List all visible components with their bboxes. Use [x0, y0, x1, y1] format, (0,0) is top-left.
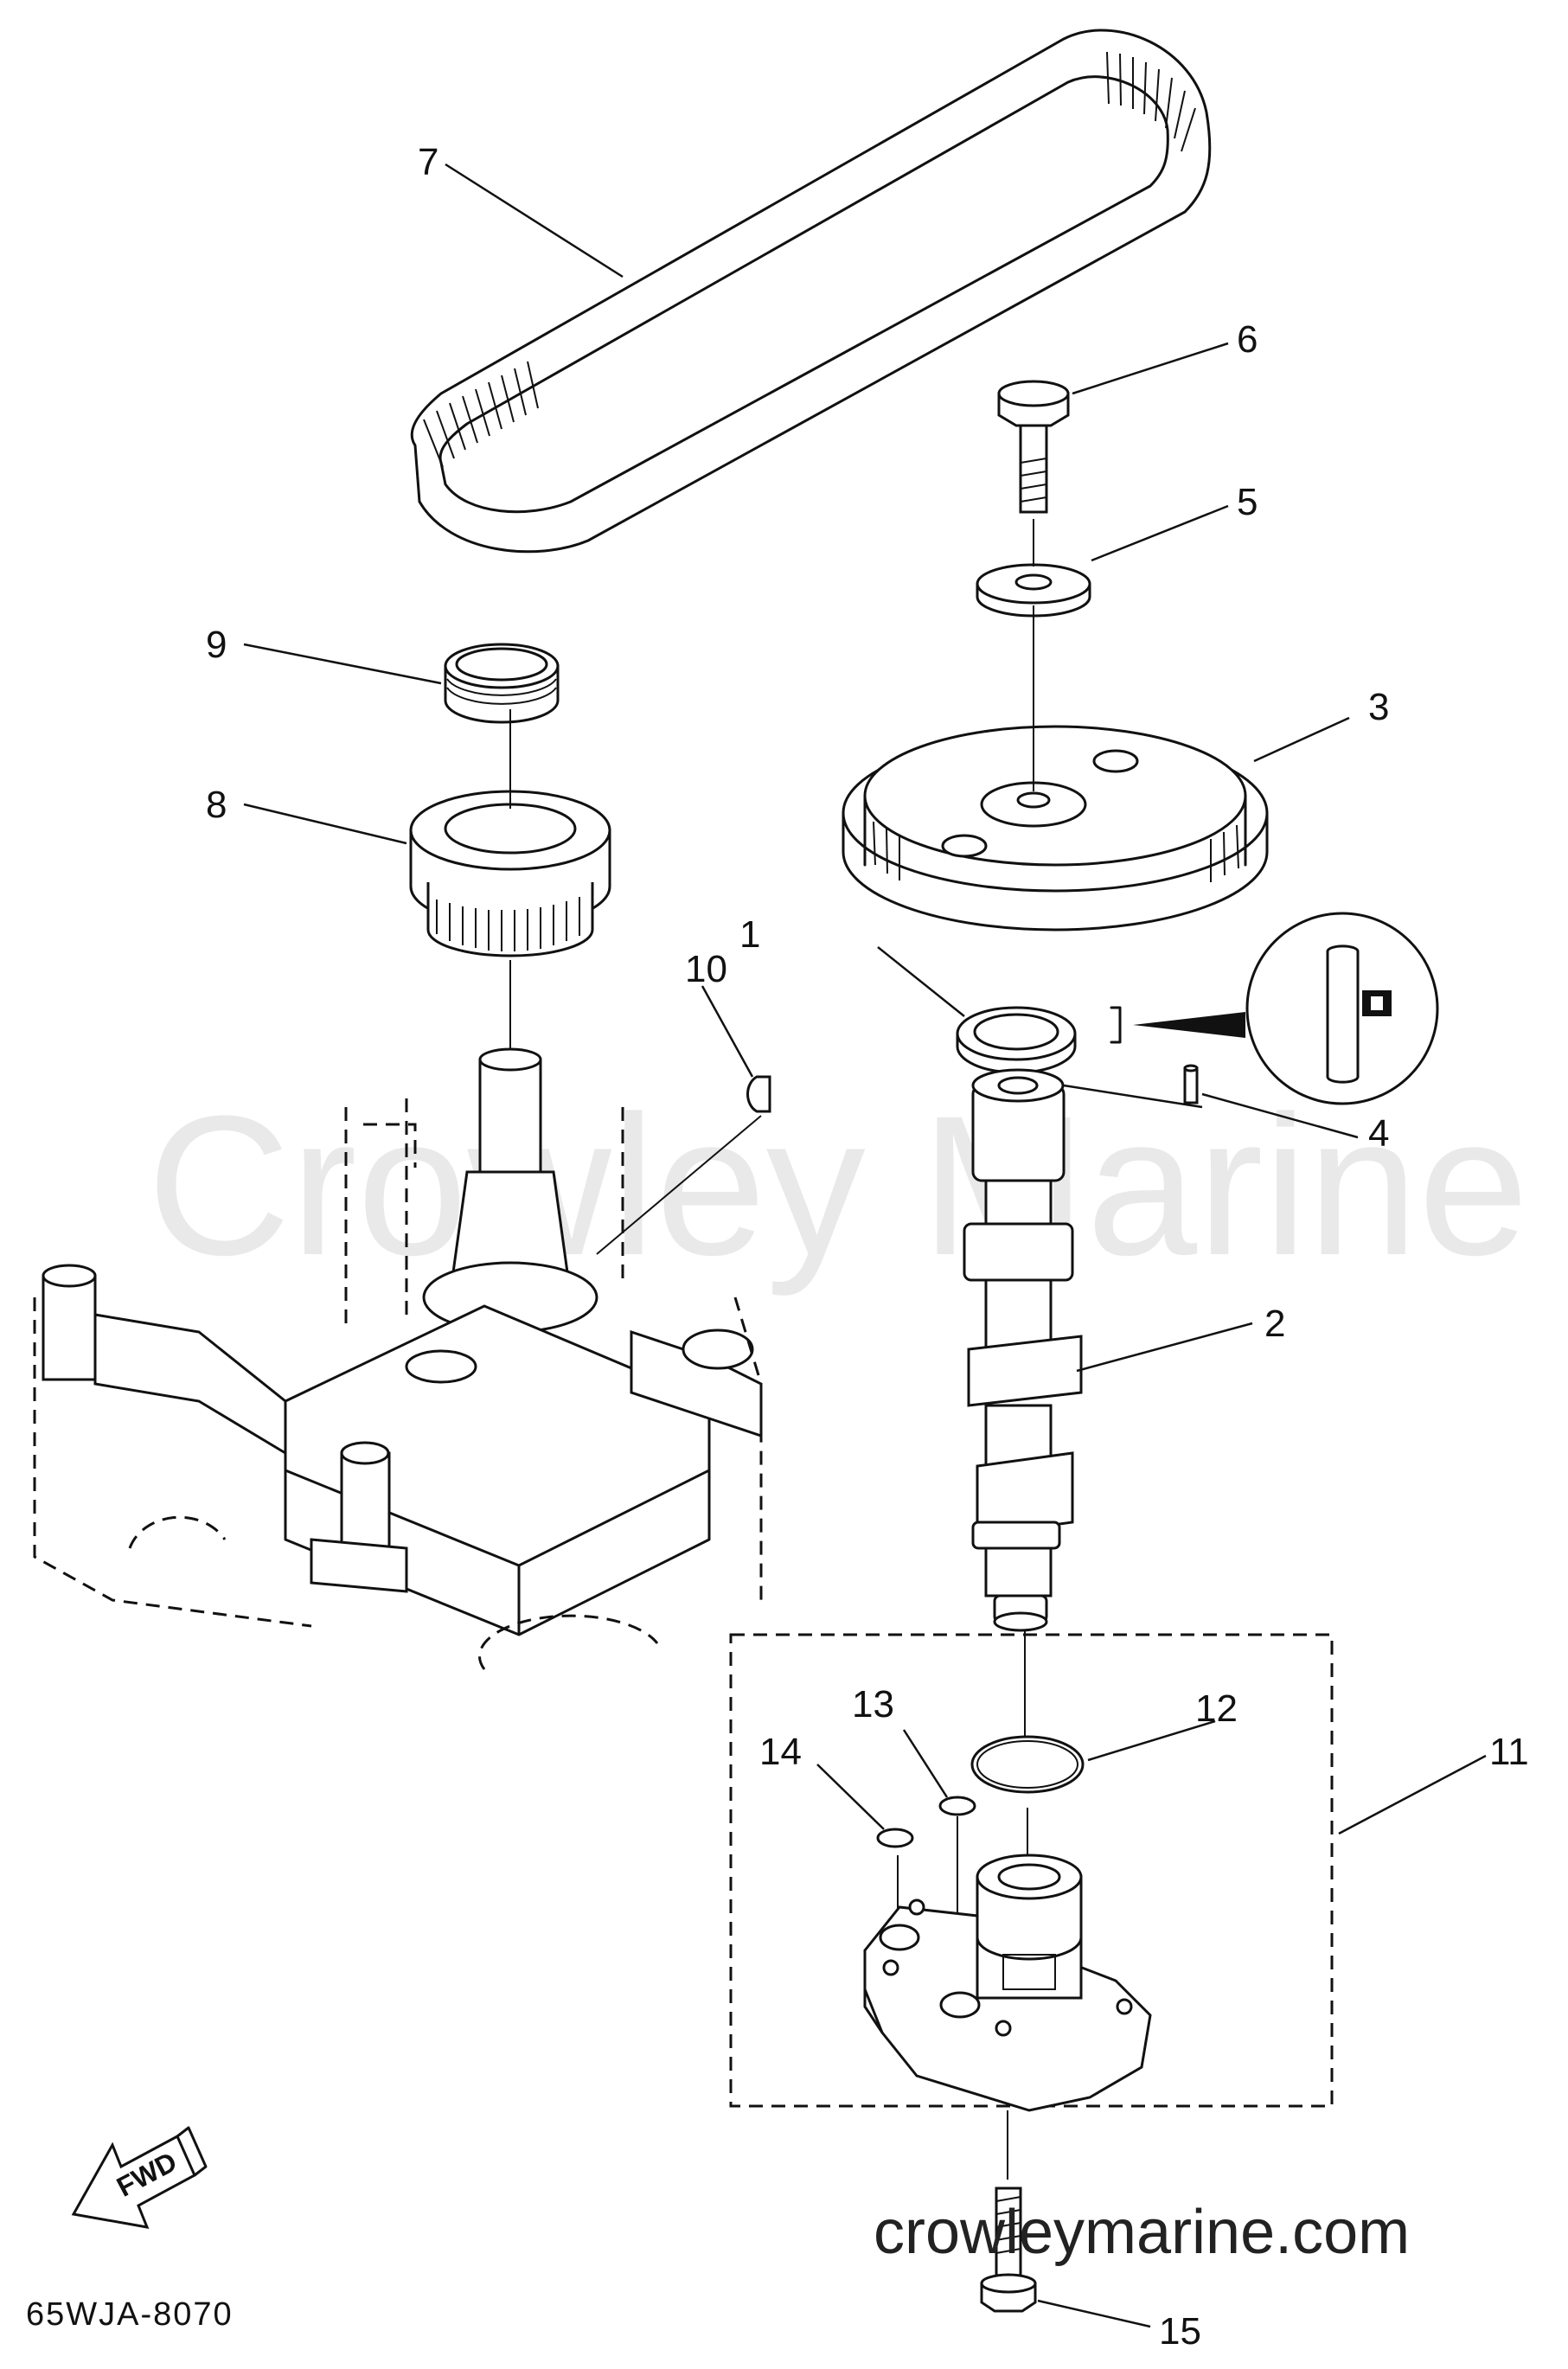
engine-block	[33, 1047, 763, 1670]
timing-belt	[410, 29, 1212, 554]
dowel-pin	[1183, 1064, 1199, 1104]
o-ring	[970, 1735, 1085, 1794]
detail-inset	[1110, 912, 1439, 1105]
drive-pulley-housing	[409, 790, 611, 957]
oil-seal	[956, 1006, 1077, 1074]
watermark-brand: Crowley Marine	[147, 1074, 1529, 1297]
callout-10: 10	[685, 948, 727, 990]
driven-pulley	[842, 725, 1269, 932]
callout-2: 2	[1264, 1303, 1285, 1345]
callout-14: 14	[759, 1731, 802, 1773]
callout-13: 13	[852, 1683, 894, 1726]
callout-6: 6	[1237, 318, 1258, 361]
callout-5: 5	[1237, 481, 1258, 523]
bearing-seal	[444, 643, 560, 724]
woodruff-key	[746, 1075, 771, 1113]
fwd-arrow-icon: FWD	[71, 2126, 208, 2229]
callout-12: 12	[1195, 1687, 1238, 1730]
washer	[976, 563, 1091, 618]
small-o-ring-14	[876, 1828, 914, 1848]
leader-lines	[243, 163, 1487, 2328]
camshaft	[963, 1068, 1083, 1632]
callout-15: 15	[1159, 2310, 1201, 2353]
callout-8: 8	[206, 784, 227, 826]
callout-11: 11	[1489, 1731, 1529, 1773]
callout-4: 4	[1368, 1112, 1389, 1155]
callout-3: 3	[1368, 686, 1389, 728]
watermark-url: crowleymarine.com	[874, 2198, 1410, 2267]
callout-1: 1	[739, 913, 760, 956]
callout-labels: 1 2 3 4 5 6 7 8 9 10 11 12 13 14 15	[206, 141, 1529, 2353]
pulley-bolt	[997, 380, 1070, 514]
small-o-ring-13	[938, 1796, 976, 1816]
callout-7: 7	[418, 141, 438, 183]
diagram-code: 65WJA-8070	[26, 2296, 234, 2333]
oil-pump-bolt	[980, 2187, 1037, 2313]
callout-9: 9	[206, 624, 227, 666]
oil-pump-body	[863, 1854, 1152, 2112]
